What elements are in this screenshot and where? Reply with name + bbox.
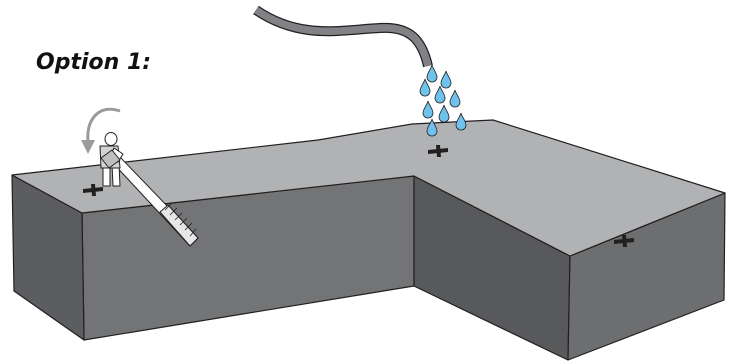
slab-top-face <box>11 119 726 257</box>
water-hose <box>253 5 433 68</box>
water-drop-icon <box>422 100 434 119</box>
water-drop-icon <box>438 104 450 123</box>
worker-with-sledgehammer-icon <box>99 132 199 247</box>
water-drop-icon <box>434 85 446 104</box>
water-drop-icon <box>449 89 461 108</box>
option-label: Option 1: <box>36 50 152 75</box>
x-marker-icon <box>428 145 448 157</box>
water-drop-icon <box>426 64 438 83</box>
water-drop-icon <box>455 112 467 131</box>
x-marker-icon <box>83 184 103 196</box>
x-marker-icon <box>614 235 634 247</box>
water-drop-icon <box>440 70 452 89</box>
rotation-arrow-icon <box>81 107 121 154</box>
water-drops <box>419 64 467 137</box>
water-drop-icon <box>419 78 431 97</box>
x-markers <box>83 145 634 247</box>
water-drop-icon <box>426 118 438 137</box>
